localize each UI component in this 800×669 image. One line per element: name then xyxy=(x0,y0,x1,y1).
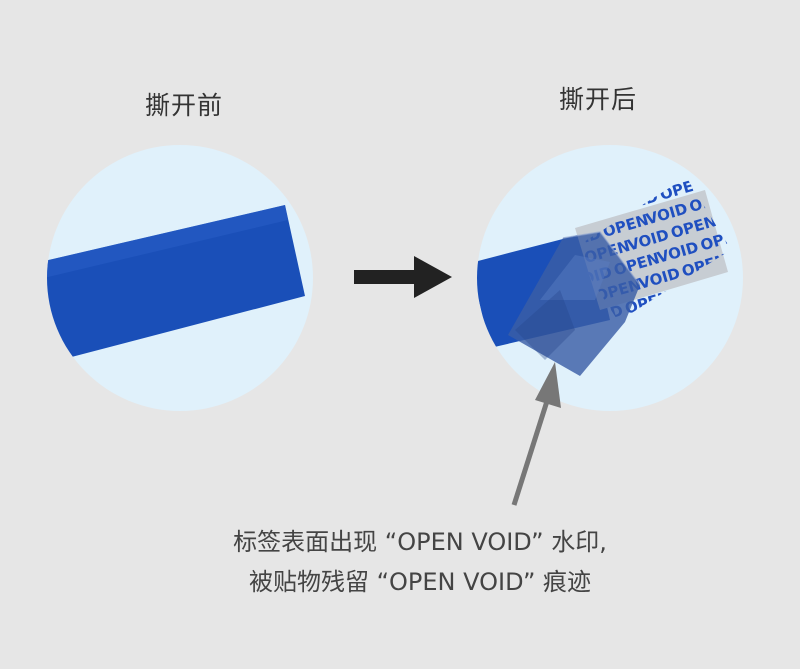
intact-tape xyxy=(47,205,305,360)
after-circle: OPEN VOID OPEN VOID OPEN VOID OPEN OPEN … xyxy=(477,145,743,411)
peeled-flap xyxy=(508,231,641,376)
caption-line-1: 标签表面出现 “OPEN VOID” 水印, xyxy=(233,528,607,556)
label-before-tearing: 撕开前 xyxy=(145,91,224,120)
label-after-tearing: 撕开后 xyxy=(559,85,638,114)
before-circle xyxy=(47,145,313,411)
right-arrow xyxy=(354,256,452,298)
pointer-arrow xyxy=(511,362,561,506)
caption-line-2: 被贴物残留 “OPEN VOID” 痕迹 xyxy=(248,568,592,596)
